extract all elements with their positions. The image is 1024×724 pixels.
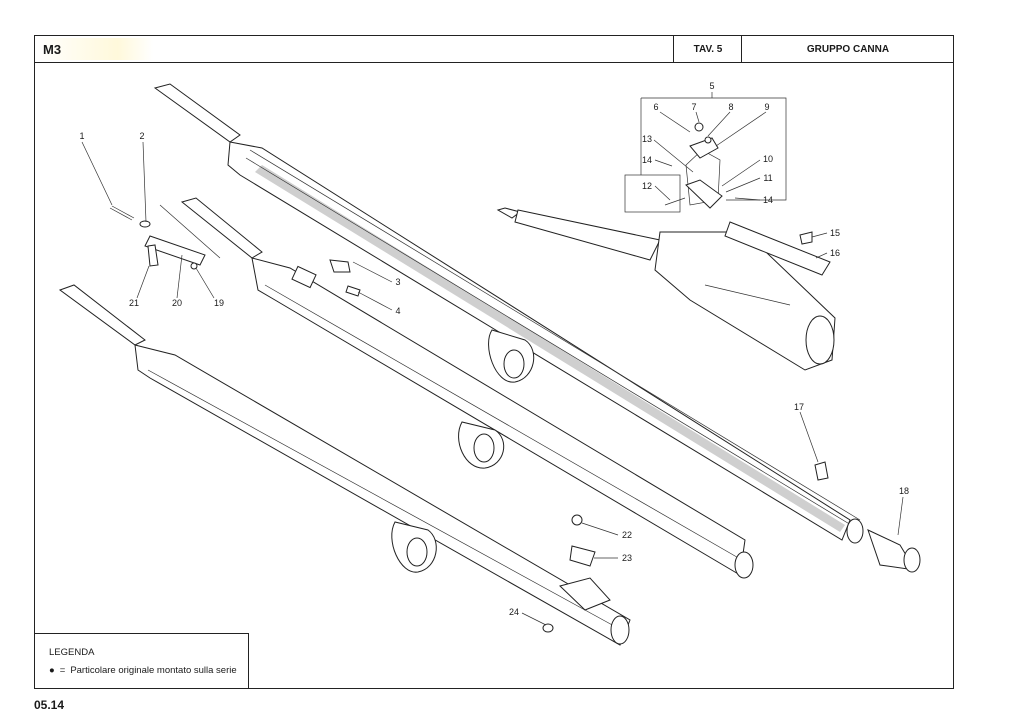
model-highlight bbox=[35, 38, 153, 60]
part-label-23: 23 bbox=[622, 553, 632, 563]
legend-box: LEGENDA ● = Particolare originale montat… bbox=[35, 633, 249, 688]
part-label-9: 9 bbox=[764, 102, 769, 112]
part-label-10: 10 bbox=[763, 154, 773, 164]
part-label-7: 7 bbox=[691, 102, 696, 112]
legend-text: Particolare originale montato sulla seri… bbox=[70, 665, 237, 676]
part-label-2: 2 bbox=[139, 131, 144, 141]
part-label-6: 6 bbox=[653, 102, 658, 112]
model-name: M3 bbox=[43, 42, 62, 57]
part-label-8: 8 bbox=[728, 102, 733, 112]
part-label-21: 21 bbox=[129, 298, 139, 308]
part-label-5: 5 bbox=[709, 81, 714, 91]
part-label-16: 16 bbox=[830, 248, 840, 258]
drawing-sheet: M3 TAV. 5 GRUPPO CANNA LEGENDA ● = Parti… bbox=[34, 35, 954, 689]
sight-assembly-detail bbox=[624, 97, 787, 213]
part-label-17: 17 bbox=[794, 402, 804, 412]
barrel-middle bbox=[180, 197, 754, 579]
barrel-top bbox=[153, 83, 864, 544]
part-label-3: 3 bbox=[395, 277, 400, 287]
group-title: GRUPPO CANNA bbox=[741, 36, 954, 63]
part-label-20: 20 bbox=[172, 298, 182, 308]
small-parts bbox=[345, 231, 921, 633]
part-label-11: 11 bbox=[763, 173, 772, 183]
part-label-14a: 14 bbox=[642, 155, 652, 165]
part-label-22: 22 bbox=[622, 530, 632, 540]
part-label-19: 19 bbox=[214, 298, 224, 308]
page-number: 05.14 bbox=[34, 698, 65, 712]
part-numbers: 1 2 3 4 5 6 7 8 9 10 11 12 13 14 14 15 1… bbox=[79, 81, 909, 617]
part-label-24: 24 bbox=[509, 607, 519, 617]
part-label-1: 1 bbox=[79, 131, 84, 141]
part-label-14b: 14 bbox=[763, 195, 773, 205]
legend-row: ● = Particolare originale montato sulla … bbox=[49, 665, 237, 676]
legend-equals: = bbox=[59, 665, 66, 676]
part-label-4: 4 bbox=[395, 306, 400, 316]
legend-symbol: ● bbox=[49, 665, 55, 676]
table-number: TAV. 5 bbox=[673, 36, 742, 63]
legend-title: LEGENDA bbox=[49, 647, 95, 658]
receiver bbox=[496, 207, 836, 371]
title-block: M3 TAV. 5 GRUPPO CANNA bbox=[35, 36, 953, 63]
part-label-12: 12 bbox=[642, 181, 652, 191]
part-label-15: 15 bbox=[830, 228, 840, 238]
part-label-13: 13 bbox=[642, 134, 652, 144]
barrel-bottom bbox=[58, 284, 631, 646]
front-sight-parts bbox=[109, 204, 221, 270]
leader-lines bbox=[81, 92, 904, 626]
part-label-18: 18 bbox=[899, 486, 909, 496]
